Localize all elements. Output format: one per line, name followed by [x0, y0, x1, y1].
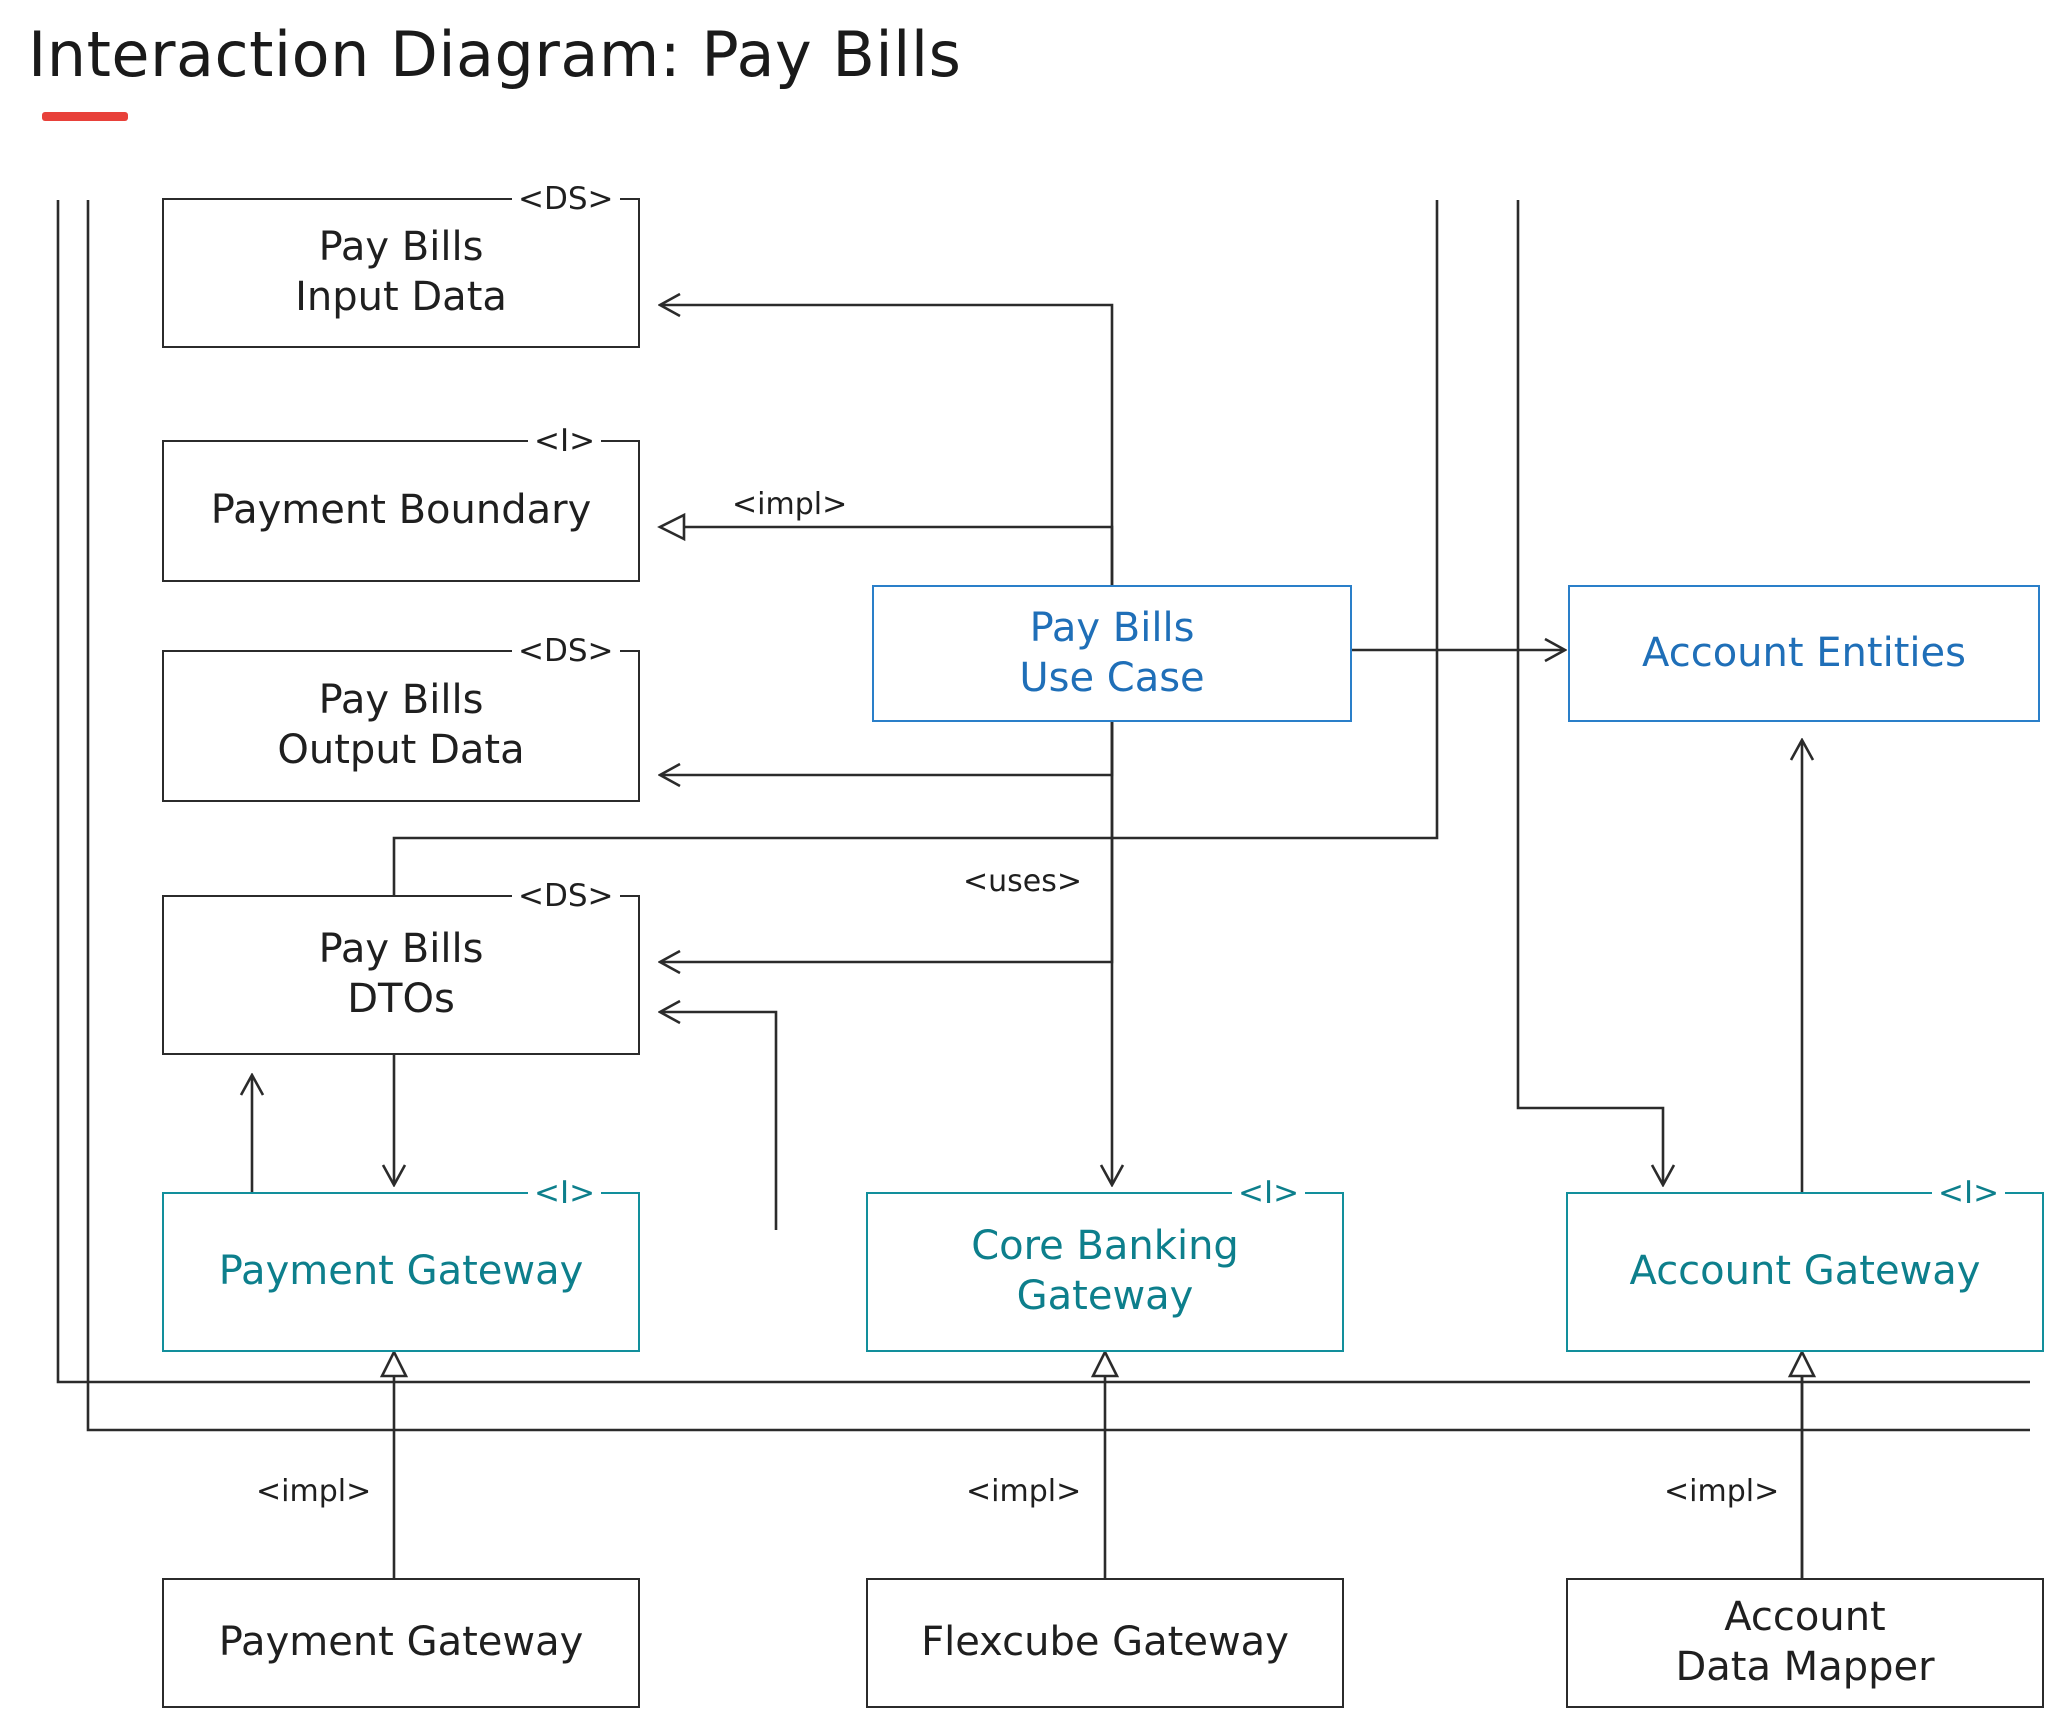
- edge-label-boundary-impl: <impl>: [724, 488, 856, 522]
- node-account-entities[interactable]: Account Entities: [1568, 585, 2040, 722]
- stereotype-i-account-gateway: <I>: [1932, 1178, 2006, 1209]
- edge-label-uses: <uses>: [955, 865, 1091, 899]
- edge-label-payment-gateway-impl: <impl>: [248, 1475, 380, 1509]
- stereotype-i-payment-boundary: <I>: [528, 426, 602, 457]
- stereotype-i-core-banking-gateway: <I>: [1232, 1178, 1306, 1209]
- stereotype-ds-output-data: <DS>: [512, 636, 620, 667]
- node-account-gateway-interface[interactable]: Account Gateway: [1566, 1192, 2044, 1352]
- page-title: Interaction Diagram: Pay Bills: [28, 18, 962, 91]
- node-payment-boundary[interactable]: Payment Boundary: [162, 440, 640, 582]
- node-payment-gateway-impl[interactable]: Payment Gateway: [162, 1578, 640, 1708]
- node-flexcube-gateway-impl[interactable]: Flexcube Gateway: [866, 1578, 1344, 1708]
- title-underline-accent: [42, 112, 128, 121]
- node-account-data-mapper-impl[interactable]: Account Data Mapper: [1566, 1578, 2044, 1708]
- edge-label-flexcube-gateway-impl: <impl>: [958, 1475, 1090, 1509]
- node-payment-gateway-interface[interactable]: Payment Gateway: [162, 1192, 640, 1352]
- node-pay-bills-input-data[interactable]: Pay Bills Input Data: [162, 198, 640, 348]
- node-pay-bills-use-case[interactable]: Pay Bills Use Case: [872, 585, 1352, 722]
- edge-label-account-data-mapper-impl: <impl>: [1656, 1475, 1788, 1509]
- stereotype-ds-dtos: <DS>: [512, 881, 620, 912]
- stereotype-i-payment-gateway: <I>: [528, 1178, 602, 1209]
- node-pay-bills-output-data[interactable]: Pay Bills Output Data: [162, 650, 640, 802]
- stereotype-ds-input-data: <DS>: [512, 184, 620, 215]
- node-core-banking-gateway-interface[interactable]: Core Banking Gateway: [866, 1192, 1344, 1352]
- node-pay-bills-dtos[interactable]: Pay Bills DTOs: [162, 895, 640, 1055]
